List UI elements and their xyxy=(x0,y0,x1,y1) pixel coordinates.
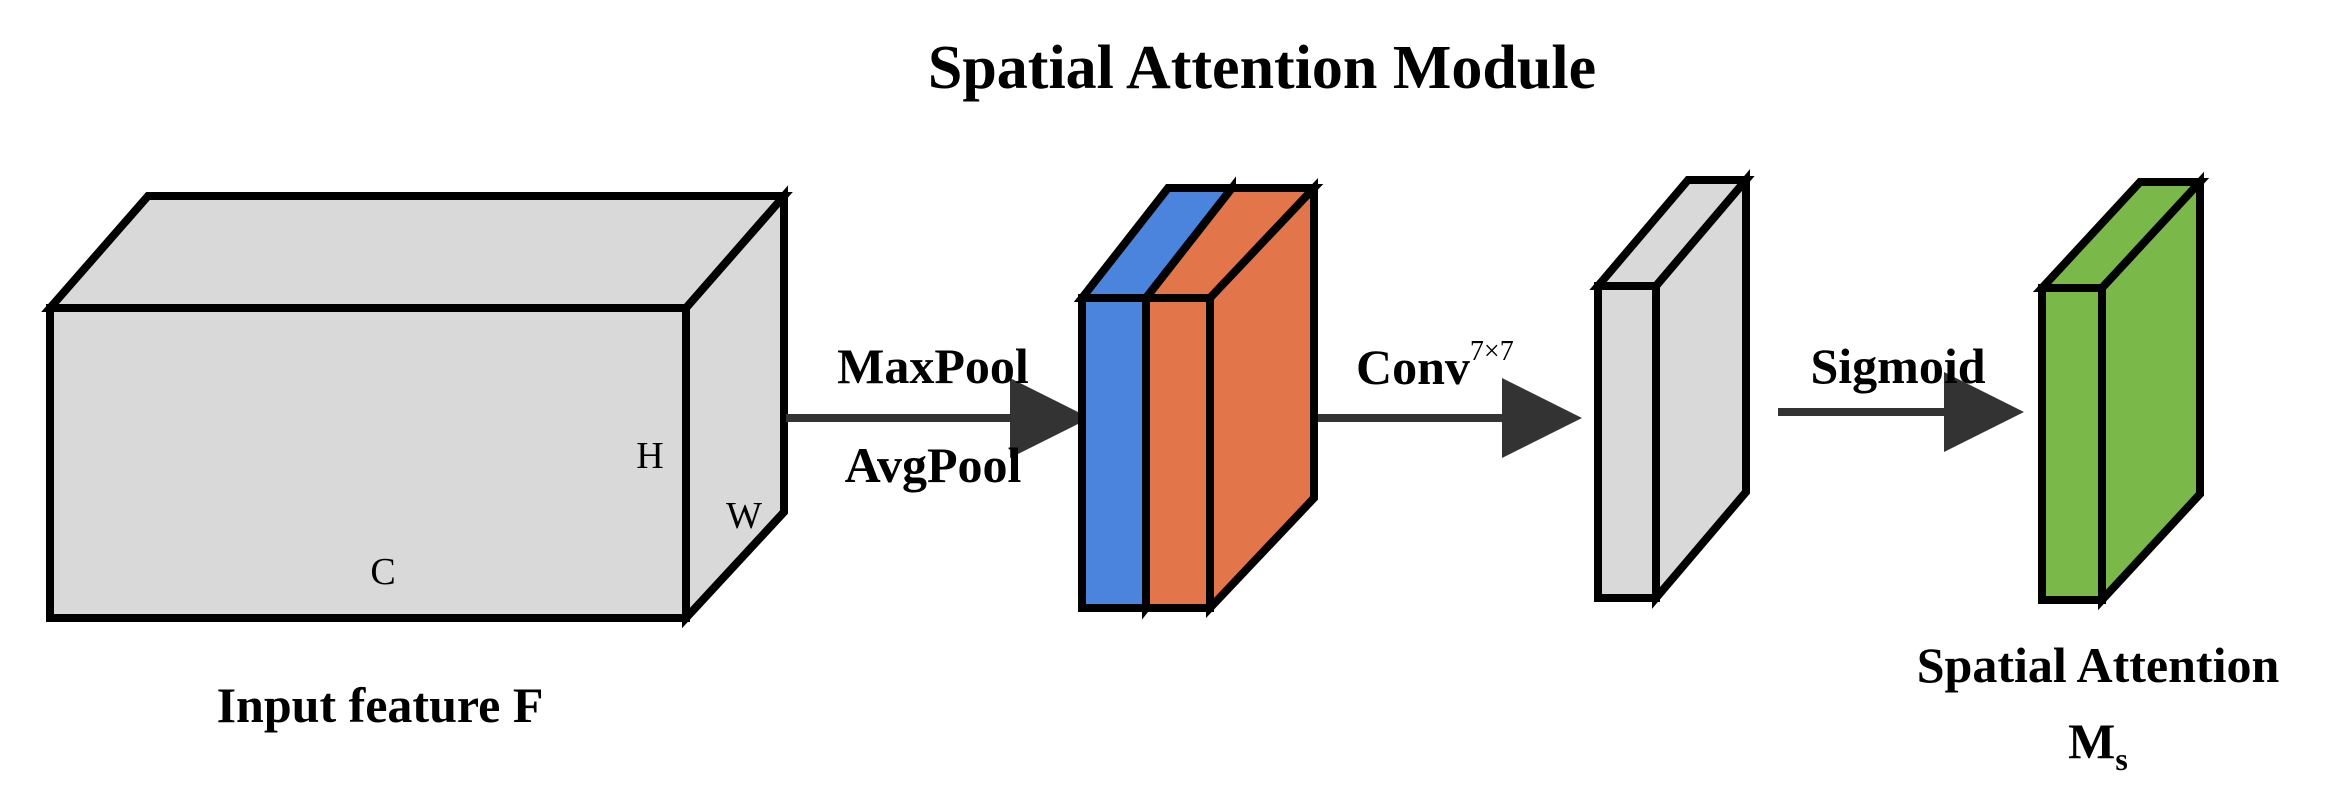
conv-label: Conv7×7 xyxy=(1356,336,1514,395)
input-feature-label: Input feature F xyxy=(217,677,544,733)
input-dim-c: C xyxy=(370,551,395,593)
spatial-attention-map xyxy=(2032,171,2210,611)
input-dim-h: H xyxy=(636,435,663,477)
conv-label-main: Conv xyxy=(1356,339,1470,395)
conv-output-map xyxy=(1589,169,1755,609)
input-dim-w: W xyxy=(726,495,762,537)
symbol-main: M xyxy=(2068,713,2115,769)
conv-label-superscript: 7×7 xyxy=(1470,336,1514,367)
pooled-feature-maps xyxy=(1073,176,1324,620)
avgpool-label: AvgPool xyxy=(845,437,1022,493)
spatial-attention-symbol: Ms xyxy=(2068,713,2128,777)
input-block-front-face xyxy=(46,304,690,622)
diagram-title: Spatial Attention Module xyxy=(928,34,1596,102)
input-feature-block xyxy=(41,185,793,629)
spatial-attention-label: Spatial Attention xyxy=(1917,637,2280,693)
maxpool-label: MaxPool xyxy=(837,338,1029,394)
avgpool-map-orange xyxy=(1137,177,1324,619)
symbol-subscript: s xyxy=(2115,741,2127,777)
input-block-top-face xyxy=(41,192,793,312)
sigmoid-label: Sigmoid xyxy=(1810,338,1985,394)
